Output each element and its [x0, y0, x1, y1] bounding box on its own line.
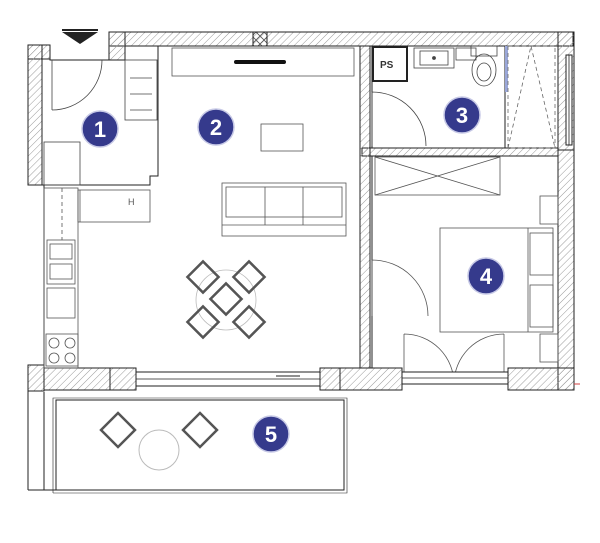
wall-living-bedroom [359, 45, 371, 369]
room-number-4: 4 [480, 264, 493, 289]
wall-top-main [108, 31, 574, 47]
hallway-fixtures [43, 59, 158, 186]
room-number-2: 2 [210, 115, 222, 140]
sofa [221, 182, 347, 237]
wall-bottom-col1 [109, 367, 137, 391]
dishwasher [46, 287, 76, 319]
living-furniture [43, 47, 355, 369]
entrance-door-swing [51, 59, 103, 111]
shower-glass [505, 46, 508, 92]
wall-left-lower [27, 364, 45, 392]
shoe-cabinet [43, 141, 81, 186]
wall-corner-top-left [108, 31, 126, 61]
shower-tray [507, 45, 556, 149]
nightstand-top [539, 195, 559, 225]
room-badge-4: 4 [467, 257, 505, 295]
room-number-5: 5 [265, 422, 277, 447]
wardrobe [124, 59, 158, 121]
dining-chairs [185, 259, 267, 340]
sink [46, 239, 76, 285]
toilet-icon [470, 45, 498, 87]
dining-table [195, 269, 257, 331]
wall-left-upper [27, 44, 43, 186]
nightstand-bottom [539, 333, 559, 363]
balcony-furniture [99, 411, 219, 471]
bedroom-furniture [371, 156, 559, 385]
wall-bath-bedroom [361, 147, 559, 157]
room-badge-3: 3 [443, 96, 481, 134]
ps-label: PS [380, 60, 394, 71]
coffee-table [260, 123, 304, 152]
room-number-3: 3 [456, 103, 468, 128]
bed [439, 227, 554, 333]
room-number-1: 1 [94, 117, 106, 142]
wardrobe-bedroom [374, 156, 501, 196]
bedroom-door-swing [371, 259, 429, 317]
tv-cabinet [171, 47, 355, 77]
room-badge-1: 1 [81, 110, 119, 148]
wall-bottom-right [507, 367, 575, 391]
wall-bottom-mid [319, 367, 341, 391]
bathroom-fixtures [371, 45, 556, 149]
kitchen-counter-top [77, 189, 151, 223]
ps-shaft [372, 46, 408, 82]
walls [27, 31, 575, 392]
balcony-table [138, 429, 180, 471]
vent-shaft [252, 31, 268, 47]
washing-machine [455, 47, 477, 61]
kitchen-counter-left [43, 187, 79, 369]
bathroom-door-swing [371, 91, 427, 147]
wall-bottom-mid2 [339, 367, 403, 391]
wall-right-lower [557, 149, 575, 391]
room-badge-2: 2 [197, 108, 235, 146]
wall-bottom-left [43, 367, 111, 391]
washbasin [413, 47, 455, 69]
hob-label: H [128, 197, 135, 207]
room-badge-5: 5 [252, 415, 290, 453]
stove [45, 333, 79, 367]
balcony [52, 397, 348, 494]
entrance-arrow-icon [62, 32, 98, 44]
